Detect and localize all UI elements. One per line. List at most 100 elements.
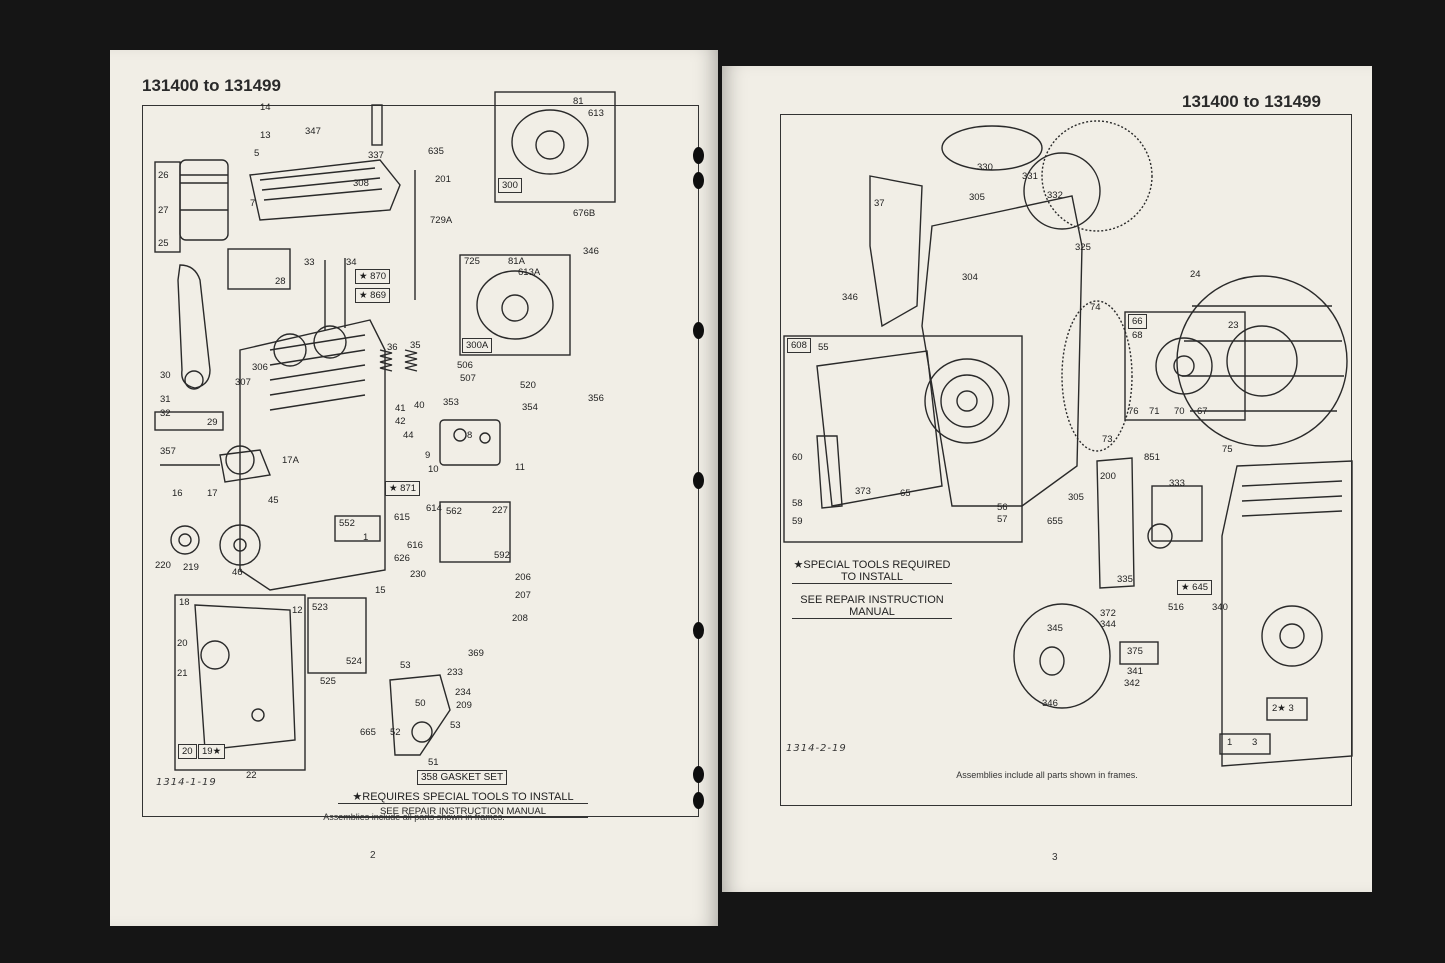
part-label: 13 [260,130,271,141]
part-label: 51 [428,757,439,768]
part-label: 209 [456,700,472,711]
special-tools-note: ★SPECIAL TOOLS REQUIRED TO INSTALL SEE R… [792,558,952,619]
part-label: 8 [467,430,473,441]
part-label: 523 [312,602,328,613]
part-label: 12 [292,605,303,616]
part-label: 11 [515,462,525,473]
page-number: 3 [1052,852,1058,863]
part-label: 725 [464,256,480,267]
part-label: 357 [160,446,176,457]
part-label: 200 [1100,471,1116,482]
part-label: 346 [842,292,858,303]
part-label: 67 [1197,406,1208,417]
part-label: 306 [252,362,268,373]
part-label: 851 [1144,452,1160,463]
part-label: 369 [468,648,484,659]
part-label: 219 [183,562,199,573]
part-label: 330 [977,162,993,173]
part-box: ★ 870 [355,269,391,284]
page-header: 131400 to 131499 [142,76,281,95]
part-label: 206 [515,572,531,583]
part-label: 50 [415,698,426,709]
part-label: 373 [855,486,871,497]
part-label: 304 [962,272,978,283]
part-label: 208 [512,613,528,624]
part-label: 353 [443,397,459,408]
part-label: 341 [1127,666,1143,677]
drawing-code: 1314-1-19 [156,777,217,788]
binder-hole [693,472,704,489]
part-label: 307 [235,377,251,388]
part-label: 729A [430,215,453,226]
part-label: 40 [414,400,425,411]
part-label: 18 [179,597,190,608]
part-label: 42 [395,416,406,427]
repair-manual-text: SEE REPAIR INSTRUCTION MANUAL [338,806,588,818]
part-box: 300A [462,338,493,353]
part-label: 207 [515,590,531,601]
manual-page-right: 131400 to 131499 [722,66,1372,892]
diagram-frame [142,105,699,817]
part-label: 614 [426,503,442,514]
part-label: 337 [368,150,384,161]
part-label: 33 [304,257,315,268]
part-label: 44 [403,430,414,441]
part-label: 346 [583,246,599,257]
part-label: 35 [410,340,421,351]
part-label: 14 [260,102,271,113]
binder-hole [693,766,704,783]
part-label: 332 [1047,190,1063,201]
part-label: 60 [792,452,803,463]
part-label: 21 [177,668,188,679]
part-label: 17 [207,488,218,499]
part-label: 613 [588,108,604,119]
part-label: 41 [395,403,406,414]
part-label: 29 [207,417,218,428]
part-label: 626 [394,553,410,564]
special-tools-note: ★REQUIRES SPECIAL TOOLS TO INSTALL SEE R… [338,790,588,818]
part-label: 65 [900,488,911,499]
binder-hole [693,147,704,164]
part-label: 676B [573,208,596,219]
part-label: 233 [447,667,463,678]
part-label: 5 [254,148,260,159]
part-label: 7 [250,198,256,209]
part-label: 36 [387,342,398,353]
part-label: 616 [407,540,423,551]
engine-exploded-diagram [154,91,616,771]
part-label: 308 [353,178,369,189]
part-label: 22 [246,770,257,781]
part-label: 615 [394,512,410,523]
part-label: 3 [1252,737,1258,748]
part-label: 525 [320,676,336,687]
part-box: 20 [178,744,197,759]
part-box: 608 [787,338,811,353]
part-label: 17A [282,455,299,466]
part-label: 356 [588,393,604,404]
part-label: 230 [410,569,426,580]
part-label: 32 [160,408,171,419]
gasket-set-box: 358 GASKET SET [417,770,508,785]
part-box: 66 [1128,314,1147,329]
part-label: 346 [1042,698,1058,709]
part-box: ★ 645 [1177,580,1213,595]
part-label: 76 [1128,406,1139,417]
part-label: 75 [1222,444,1233,455]
part-label: 655 [1047,516,1063,527]
part-label: 37 [874,198,885,209]
part-label: 28 [275,276,286,287]
part-label: 354 [522,402,538,413]
part-label: 9 [425,450,431,461]
part-label: 635 [428,146,444,157]
part-label: 524 [346,656,362,667]
part-label: 59 [792,516,803,527]
part-label: 340 [1212,602,1228,613]
part-label: 562 [446,506,462,517]
part-label: 552 [339,518,355,529]
part-label: 27 [158,205,169,216]
part-label: 665 [360,727,376,738]
part-box: 19★ [198,744,226,759]
binder-hole [693,322,704,339]
blower-housing-diagram [783,120,1353,767]
binder-hole [693,622,704,639]
